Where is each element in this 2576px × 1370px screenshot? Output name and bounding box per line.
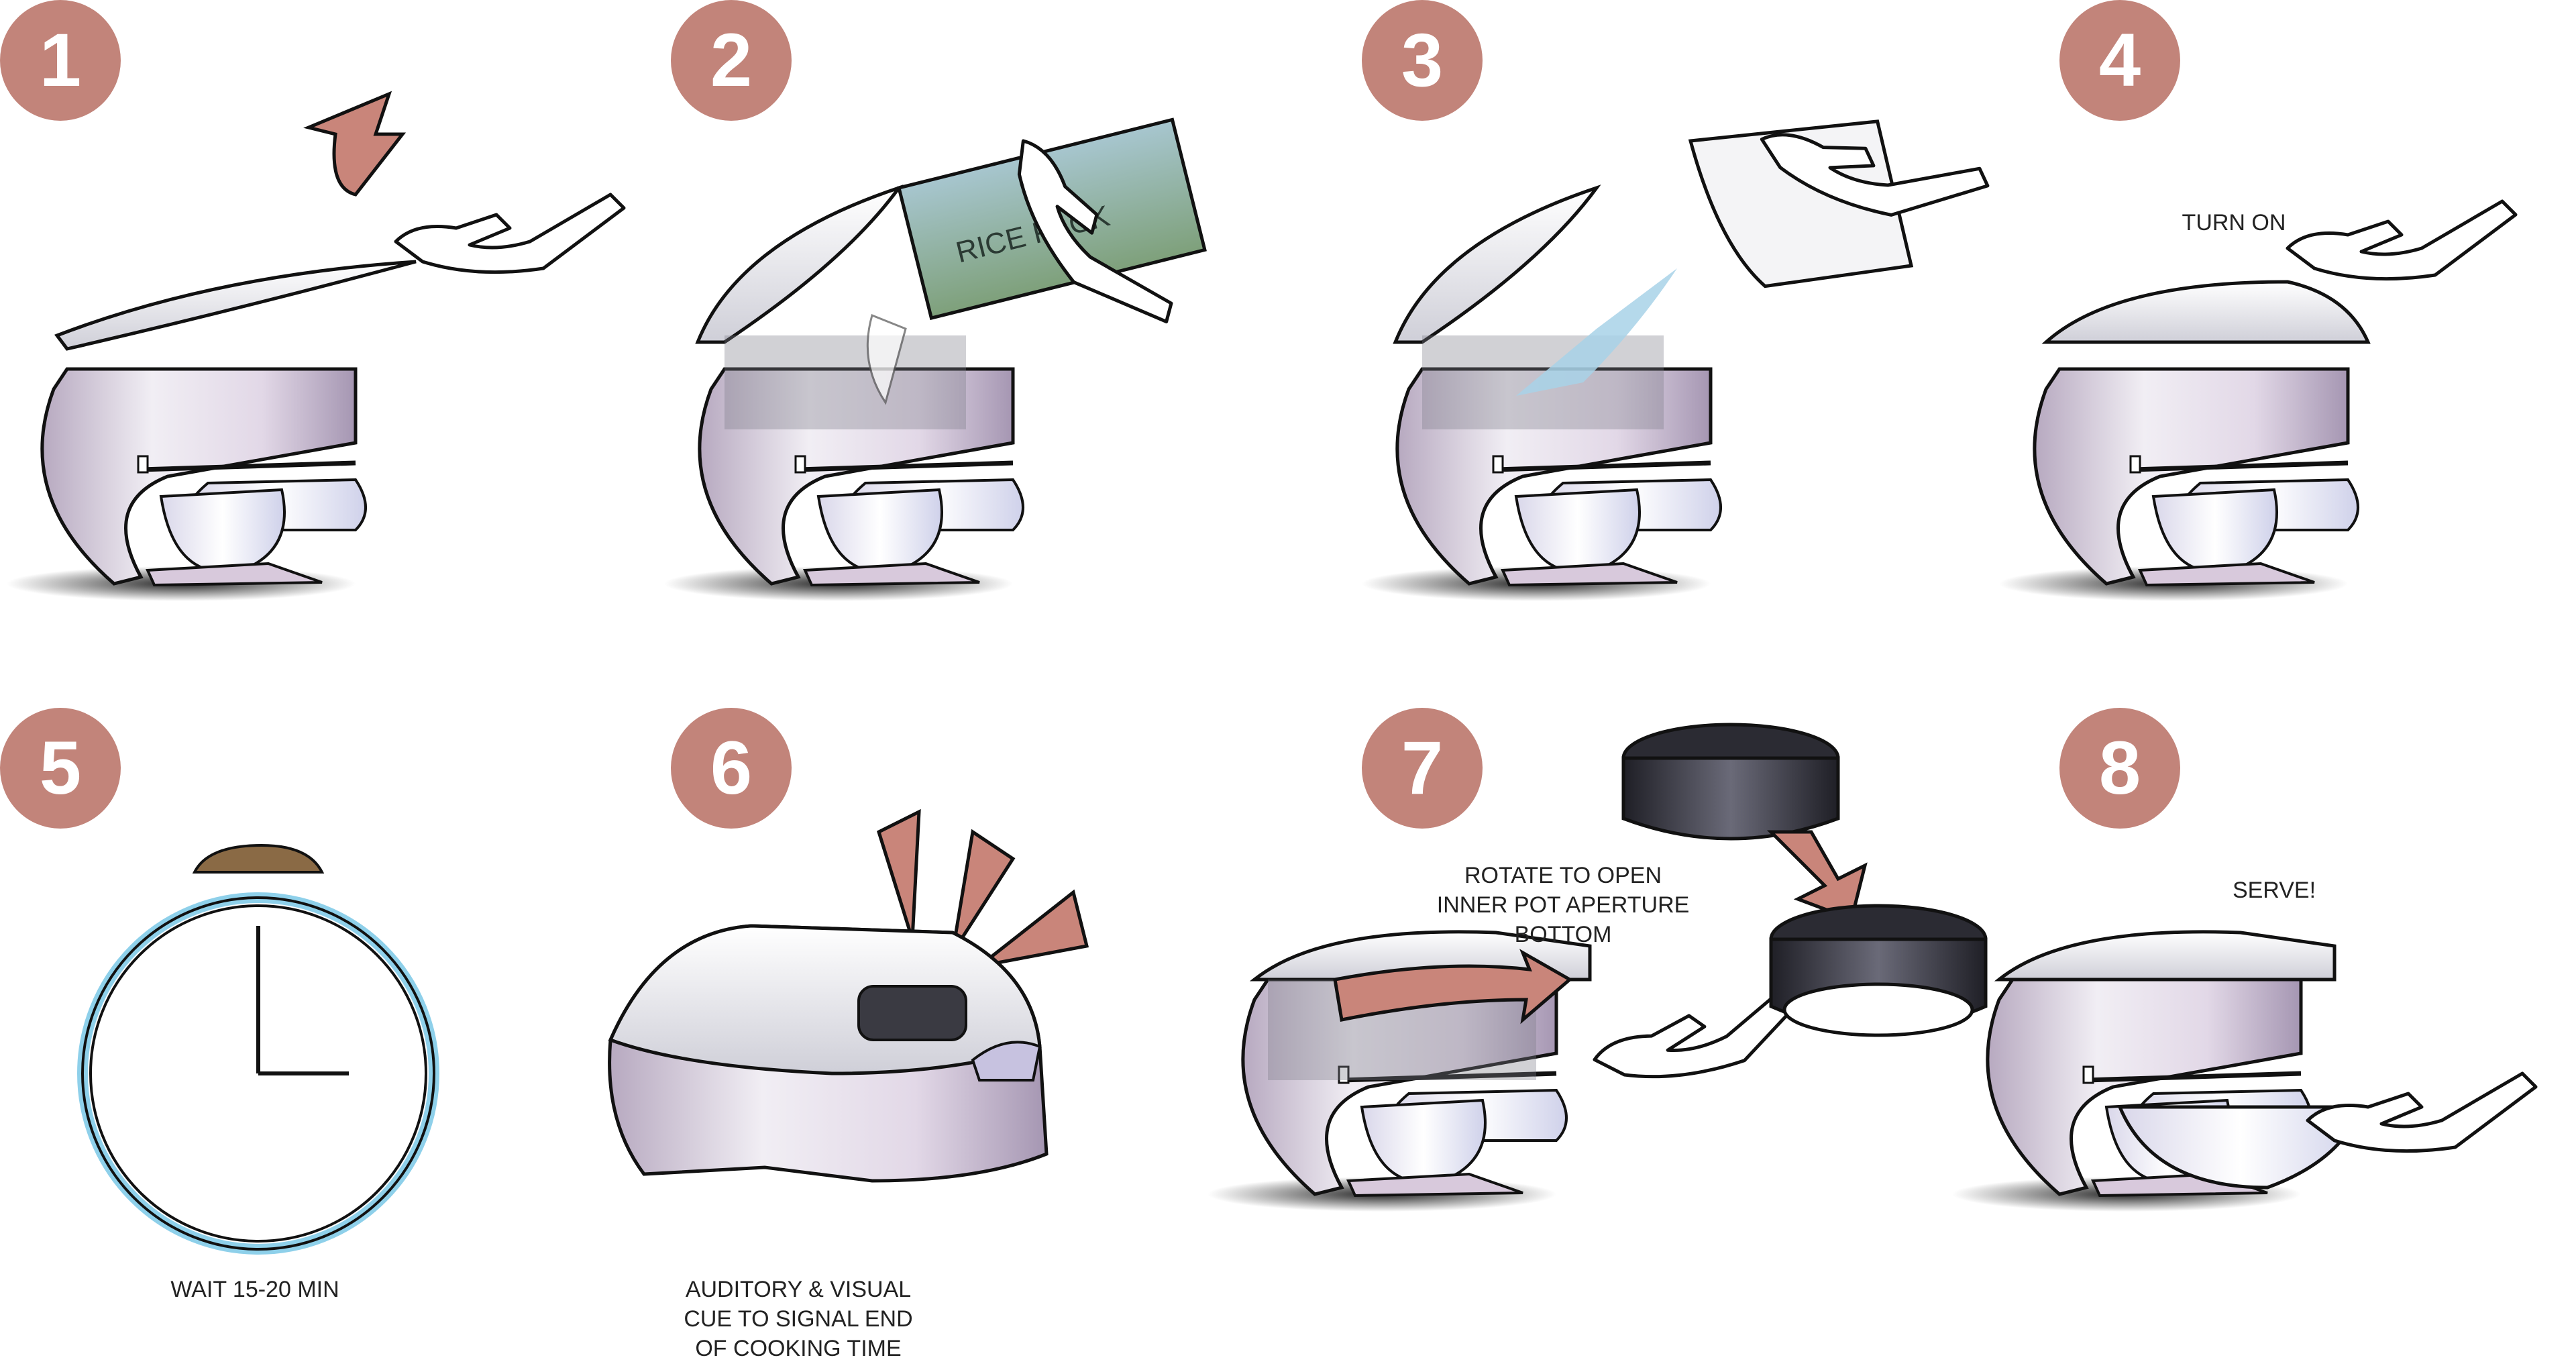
hand-icon <box>2308 1073 2536 1151</box>
arrow-down-icon <box>1766 830 1868 922</box>
step-8-caption: SERVE! <box>2232 878 2316 903</box>
step-5-badge: 5 <box>0 708 121 829</box>
pot-bottom-icon <box>1621 723 1840 841</box>
step-4-illustration <box>1999 201 2516 601</box>
step-7-caption-line-1: ROTATE TO OPEN <box>1464 863 1662 888</box>
clock-icon <box>77 843 439 1255</box>
step-4-badge: 4 <box>2059 0 2180 121</box>
step-1-illustration <box>7 91 624 601</box>
step-7-illustration <box>1208 930 1825 1212</box>
step-3-illustration <box>1362 95 1992 601</box>
hand-icon <box>396 195 624 272</box>
step-7-caption: ROTATE TO OPEN INNER POT APERTURE BOTTOM <box>1375 861 1751 949</box>
step-6-caption-line-2: CUE TO SIGNAL END <box>684 1306 913 1332</box>
step-6-caption-line-1: AUDITORY & VISUAL <box>685 1277 912 1302</box>
step-5-caption: WAIT 15-20 MIN <box>170 1277 339 1302</box>
alert-burst-icon <box>876 808 1089 968</box>
arrow-up-icon <box>303 91 407 197</box>
step-4-caption: TURN ON <box>2182 210 2286 235</box>
step-2-illustration: RICE PACK <box>664 117 1207 601</box>
step-6-badge: 6 <box>671 708 792 829</box>
step-6-caption-line-3: OF COOKING TIME <box>695 1336 902 1361</box>
step-8-illustration <box>1952 930 2536 1212</box>
step-6-caption: AUDITORY & VISUAL CUE TO SIGNAL END OF C… <box>610 1275 986 1363</box>
step-7-caption-line-2: INNER POT APERTURE <box>1436 892 1690 918</box>
step-7-caption-line-3: BOTTOM <box>1514 922 1612 947</box>
step-3-badge: 3 <box>1362 0 1483 121</box>
rotate-arrow-icon <box>1333 949 1573 1024</box>
pot-bottom-icon-2 <box>1769 904 1988 1037</box>
step-7-badge: 7 <box>1362 708 1483 829</box>
step-8-badge: 8 <box>2059 708 2180 829</box>
water-stream <box>1516 268 1677 396</box>
step-2-badge: 2 <box>671 0 792 121</box>
step-1-badge: 1 <box>0 0 121 121</box>
step-6-illustration <box>608 808 1089 1183</box>
